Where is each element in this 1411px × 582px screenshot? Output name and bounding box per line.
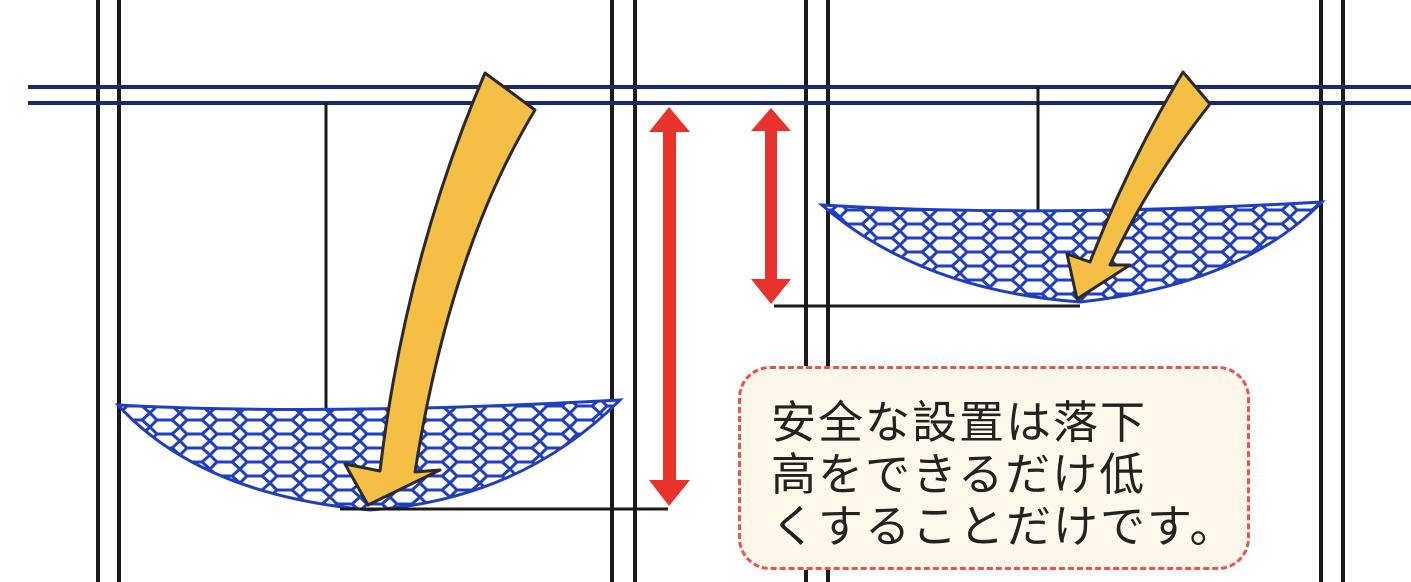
left-falling-arrow [343, 71, 537, 507]
left-safety-net [114, 398, 624, 512]
tall-fall-height-arrow [649, 107, 690, 506]
short-fall-height-arrow [751, 108, 791, 304]
safety-note-callout: 安全な設置は落下 高をできるだけ低 くすることだけです。 [738, 366, 1250, 570]
right-safety-net [817, 200, 1326, 304]
callout-line-2: 高をできるだけ低 [771, 448, 1147, 501]
callout-line-1: 安全な設置は落下 [771, 396, 1148, 449]
reference-lines [340, 304, 1080, 511]
callout-line-3: くすることだけです。 [771, 500, 1237, 553]
beam-joints [100, 89, 1341, 101]
suspension-lines [324, 87, 1040, 412]
falling-arrows [343, 70, 1212, 507]
fall-height-arrows [649, 107, 791, 506]
right-falling-arrow [1065, 70, 1212, 301]
building-frame [96, 0, 1345, 582]
